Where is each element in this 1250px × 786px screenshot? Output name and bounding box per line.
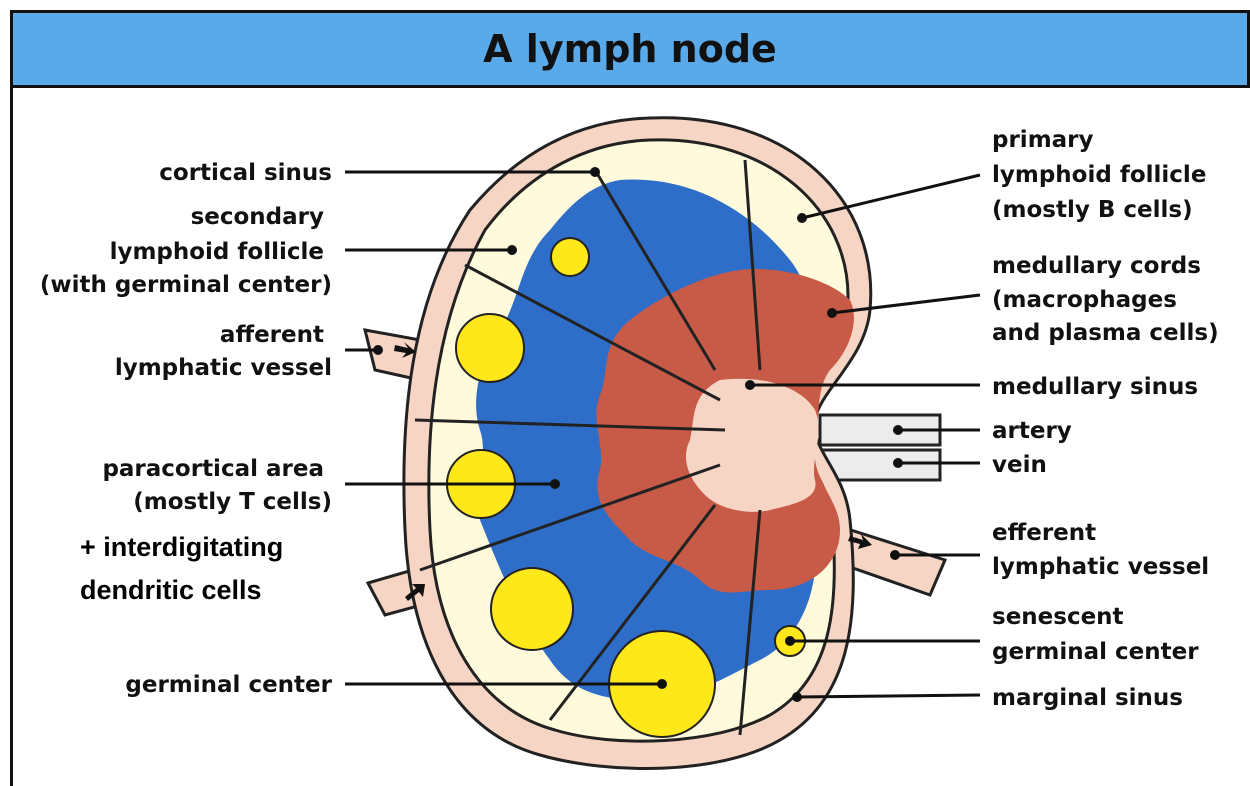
dot-primary-follicle (797, 213, 807, 223)
medullary-sinus (686, 379, 819, 512)
dot-artery (893, 425, 903, 435)
artery-vein-vessels (820, 415, 940, 480)
label-medullary-sinus: medullary sinus (992, 374, 1198, 400)
dot-afferent (373, 345, 383, 355)
dot-germinal-center (657, 679, 667, 689)
dot-efferent (890, 550, 900, 560)
dot-medullary-cords (827, 308, 837, 318)
dot-senescent-gc (785, 636, 795, 646)
label-afferent-vessel: afferent lymphatic vessel (115, 322, 332, 381)
germinal-center-4 (491, 568, 573, 650)
label-marginal-sinus: marginal sinus (992, 685, 1183, 711)
label-senescent-germinal-center: senescent germinal center (992, 604, 1199, 665)
label-vein: vein (992, 452, 1047, 478)
dot-vein (893, 458, 903, 468)
label-paracortical-area: paracortical area (mostly T cells) (102, 456, 332, 515)
dot-cortical-sinus (590, 167, 600, 177)
vein-shape (820, 450, 940, 480)
label-artery: artery (992, 418, 1072, 444)
dot-marginal-sinus (792, 692, 802, 702)
label-primary-follicle: primary lymphoid follicle (mostly B cell… (992, 127, 1214, 223)
label-cortical-sinus: cortical sinus (159, 160, 332, 186)
dot-secondary-follicle (507, 245, 517, 255)
germinal-center-2 (456, 314, 524, 382)
label-efferent-vessel: efferent lymphatic vessel (992, 520, 1209, 580)
label-germinal-center: germinal center (125, 672, 332, 698)
label-secondary-follicle: secondary lymphoid follicle (with germin… (40, 204, 332, 298)
label-medullary-cords: medullary cords (macrophages and plasma … (992, 253, 1219, 346)
dot-paracortical (550, 479, 560, 489)
dot-medullary-sinus (745, 380, 755, 390)
annotation-dendritic-cells: + interdigitating dendritic cells (80, 532, 291, 605)
germinal-center-1 (551, 238, 589, 276)
